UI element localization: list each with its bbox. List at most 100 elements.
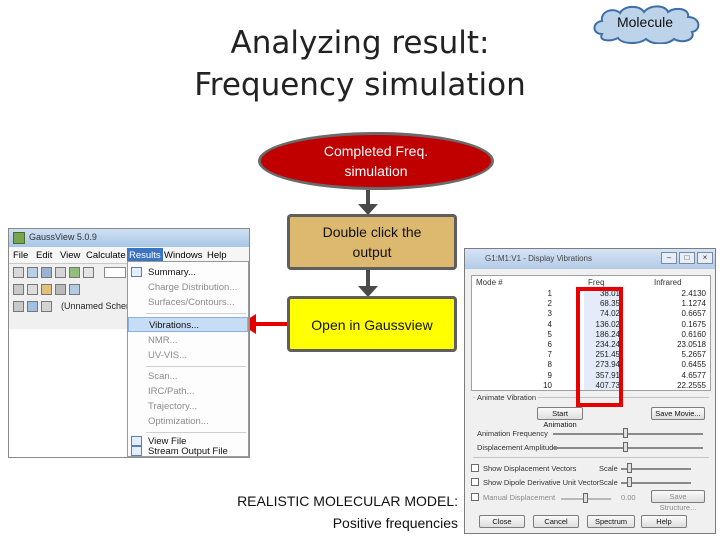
print-icon[interactable] xyxy=(55,267,66,278)
show-dipole-checkbox[interactable] xyxy=(471,478,479,486)
ok-button[interactable]: Close xyxy=(479,515,525,528)
menuitem-scan[interactable]: Scan... xyxy=(148,371,178,382)
maximize-icon[interactable]: □ xyxy=(679,252,695,264)
caption: REALISTIC MOLECULAR MODEL: Positive freq… xyxy=(237,490,458,534)
manual-displacement-thumb[interactable] xyxy=(583,493,588,503)
close-icon[interactable]: × xyxy=(697,252,713,264)
copy-icon[interactable] xyxy=(27,284,38,295)
menu-help[interactable]: Help xyxy=(207,250,227,261)
cell-mode: 4 xyxy=(547,319,552,329)
dipole-scale-thumb[interactable] xyxy=(627,477,632,487)
step1-line-2: simulation xyxy=(344,163,408,179)
col-mode[interactable]: Mode # xyxy=(476,278,503,287)
gaussview-toolbar-3: (Unnamed Scheme xyxy=(9,298,249,315)
col-freq[interactable]: Freq xyxy=(588,278,605,287)
menuitem-view-file[interactable]: View File xyxy=(128,434,248,449)
show-dipole-label: Show Dipole Derivative Unit Vector xyxy=(483,478,600,487)
displacement-amplitude-slider[interactable] xyxy=(553,447,703,449)
cell-mode: 5 xyxy=(547,329,552,339)
menu-calculate[interactable]: Calculate xyxy=(86,250,126,261)
help-button[interactable]: Help xyxy=(641,515,687,528)
save-movie-button[interactable]: Save Movie... xyxy=(651,407,705,420)
menuitem-nmr[interactable]: NMR... xyxy=(148,335,178,346)
menuitem-vibrations[interactable]: Vibrations... xyxy=(128,317,248,332)
gaussview-toolbar-1 xyxy=(9,264,249,281)
ring-icon[interactable] xyxy=(83,267,94,278)
step3-label: Open in Gaussview xyxy=(311,317,433,333)
stream-output-icon xyxy=(131,446,142,456)
displacement-scale-slider[interactable] xyxy=(621,468,691,470)
new-icon[interactable] xyxy=(13,267,24,278)
menuitem-charge-distribution[interactable]: Charge Distribution... xyxy=(148,282,238,293)
displacement-scale-thumb[interactable] xyxy=(627,463,632,473)
title-line-1: Analyzing result: xyxy=(230,25,490,61)
manual-displacement-checkbox[interactable] xyxy=(471,493,479,501)
menu-edit[interactable]: Edit xyxy=(36,250,53,261)
menuitem-uv-vis[interactable]: UV-VIS... xyxy=(148,350,188,361)
manual-displacement-value: 0.00 xyxy=(621,493,636,502)
scheme-selector[interactable]: (Unnamed Scheme xyxy=(61,301,139,311)
slide-title: Analyzing result: Frequency simulation xyxy=(150,22,570,106)
animation-frequency-slider[interactable] xyxy=(553,433,703,435)
gaussview-toolbar-2 xyxy=(9,281,249,298)
molecule-cloud: Molecule xyxy=(590,4,710,44)
show-displacement-checkbox[interactable] xyxy=(471,464,479,472)
cell-infrared: 0.6455 xyxy=(681,360,706,370)
menu-results[interactable]: Results xyxy=(127,248,163,263)
undo-icon[interactable] xyxy=(55,284,66,295)
element-icon[interactable] xyxy=(69,267,80,278)
zoom-icon[interactable] xyxy=(27,301,38,312)
menu-windows[interactable]: Windows xyxy=(164,250,203,261)
cancel-button[interactable]: Cancel xyxy=(533,515,579,528)
view-file-icon xyxy=(131,436,142,446)
paste-icon[interactable] xyxy=(41,284,52,295)
cell-infrared: 22.2555 xyxy=(677,380,706,390)
spectrum-button[interactable]: Spectrum xyxy=(587,515,635,528)
minimize-icon[interactable]: – xyxy=(661,252,677,264)
displacement-amplitude-thumb[interactable] xyxy=(623,442,628,452)
menu-separator xyxy=(146,432,246,433)
col-infrared[interactable]: Infrared xyxy=(654,278,682,287)
menu-file[interactable]: File xyxy=(13,250,29,261)
rotate-icon[interactable] xyxy=(13,301,24,312)
open-icon[interactable] xyxy=(27,267,38,278)
grid-icon[interactable] xyxy=(41,267,52,278)
menu-view[interactable]: View xyxy=(60,250,81,261)
element-combo[interactable] xyxy=(104,267,126,278)
menuitem-stream-output[interactable]: Stream Output File xyxy=(128,445,248,457)
save-structure-button[interactable]: Save Structure... xyxy=(651,490,705,512)
cell-mode: 3 xyxy=(547,309,552,319)
cell-freq: 357.91 xyxy=(595,370,620,380)
menuitem-summary[interactable]: Summary... xyxy=(128,265,248,280)
animation-frequency-thumb[interactable] xyxy=(623,428,628,438)
menuitem-irc-path[interactable]: IRC/Path... xyxy=(148,386,195,397)
cell-infrared: 1.1274 xyxy=(681,299,706,309)
cell-mode: 8 xyxy=(547,360,552,370)
caption-line-2: Positive frequencies xyxy=(332,515,458,531)
displacement-scale-label: Scale xyxy=(599,464,618,473)
gaussview-titlebar: GaussView 5.0.9 xyxy=(9,229,249,247)
redo-icon[interactable] xyxy=(69,284,80,295)
menuitem-surfaces[interactable]: Surfaces/Contours... xyxy=(148,297,235,308)
menu-separator xyxy=(146,366,246,367)
menuitem-trajectory[interactable]: Trajectory... xyxy=(148,401,198,412)
display-group xyxy=(473,457,709,458)
cut-icon[interactable] xyxy=(13,284,24,295)
save-icon[interactable] xyxy=(41,301,52,312)
start-animation-button[interactable]: Start Animation xyxy=(537,407,583,429)
dipole-scale-slider[interactable] xyxy=(621,482,691,484)
displacement-amplitude-label: Displacement Amplitude xyxy=(477,443,558,452)
cell-freq: 234.24 xyxy=(595,340,620,349)
menuitem-optimization[interactable]: Optimization... xyxy=(148,416,209,427)
